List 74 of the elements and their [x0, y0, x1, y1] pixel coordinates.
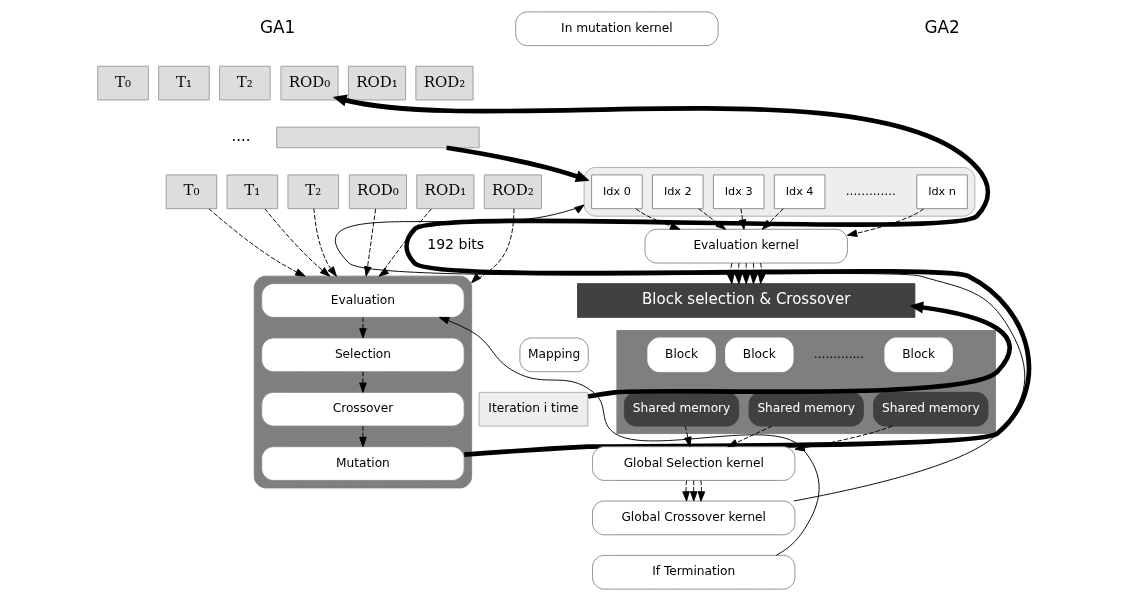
label: GA2	[924, 16, 960, 37]
cluster	[583, 166, 976, 217]
node-box: T₂	[219, 65, 271, 101]
node-box: T₂	[287, 174, 340, 210]
arrow	[359, 425, 367, 448]
node-box: T₁	[158, 65, 210, 101]
arrow	[690, 480, 698, 502]
node-box: Block selection & Crossover	[577, 283, 916, 318]
arrow	[846, 208, 925, 237]
node-box: ROD₀	[348, 174, 407, 210]
label: GA1	[260, 16, 296, 37]
arrow	[757, 262, 766, 285]
node-box: ROD₂	[415, 65, 474, 101]
node-box: Block	[725, 337, 794, 373]
node-box: T₁	[226, 174, 279, 210]
node-box: Mapping	[519, 337, 589, 373]
node-box: Evaluation	[261, 283, 465, 318]
arrow	[587, 301, 1012, 399]
arrow	[697, 480, 706, 502]
arrow	[738, 208, 747, 230]
node-box: Mutation	[261, 446, 465, 481]
node-box: Shared memory	[873, 391, 989, 427]
arrow	[359, 371, 367, 393]
node-box: T₀	[165, 174, 218, 210]
node-bar	[276, 126, 480, 149]
label: ....	[231, 127, 251, 146]
arrow	[364, 208, 377, 277]
arrow	[682, 480, 690, 502]
node-box: Global Selection kernel	[592, 446, 796, 481]
node-box: Idx 0	[591, 174, 643, 210]
arrow	[332, 94, 1031, 457]
arrow	[313, 208, 337, 277]
arrow	[698, 208, 726, 230]
arrow	[335, 204, 1026, 502]
label: .............	[845, 183, 896, 198]
arrow	[794, 425, 893, 452]
cluster	[616, 330, 996, 435]
cluster	[253, 275, 473, 489]
arrow	[438, 316, 820, 556]
node-box: Iteration i time	[478, 391, 589, 427]
arrow	[727, 425, 773, 448]
arrow	[359, 317, 367, 339]
arrow	[761, 208, 784, 230]
arrow	[446, 145, 590, 182]
node-box: Shared memory	[623, 391, 740, 427]
arrow	[208, 208, 306, 277]
node-box: Shared memory	[748, 391, 864, 427]
node-box: ROD₁	[416, 174, 475, 210]
arrow	[264, 208, 331, 277]
node-box: Idx 3	[712, 174, 765, 210]
arrow	[750, 262, 758, 285]
node-box: Selection	[261, 337, 465, 373]
arrow	[742, 262, 750, 285]
node-box: Crossover	[261, 391, 465, 427]
node-box: Idx 4	[773, 174, 826, 210]
node-box: ROD₂	[483, 174, 542, 210]
label: 192 bits	[427, 236, 485, 253]
label: .............	[813, 347, 865, 362]
arrow	[635, 208, 681, 230]
arrow	[378, 208, 432, 277]
node-box: In mutation kernel	[515, 11, 719, 47]
arrow	[734, 262, 743, 285]
node-box: Idx 2	[652, 174, 704, 210]
node-box: T₀	[97, 65, 149, 101]
node-box: Idx n	[916, 174, 968, 210]
node-box: Block	[647, 337, 716, 373]
node-box: ROD₁	[347, 65, 407, 101]
node-box: Block	[884, 337, 953, 373]
node-box: ROD₀	[280, 65, 339, 101]
node-box: Evaluation kernel	[644, 228, 848, 264]
node-box: If Termination	[592, 554, 796, 590]
arrow	[471, 208, 515, 284]
node-box: Global Crossover kernel	[592, 500, 796, 536]
arrow	[684, 425, 692, 448]
